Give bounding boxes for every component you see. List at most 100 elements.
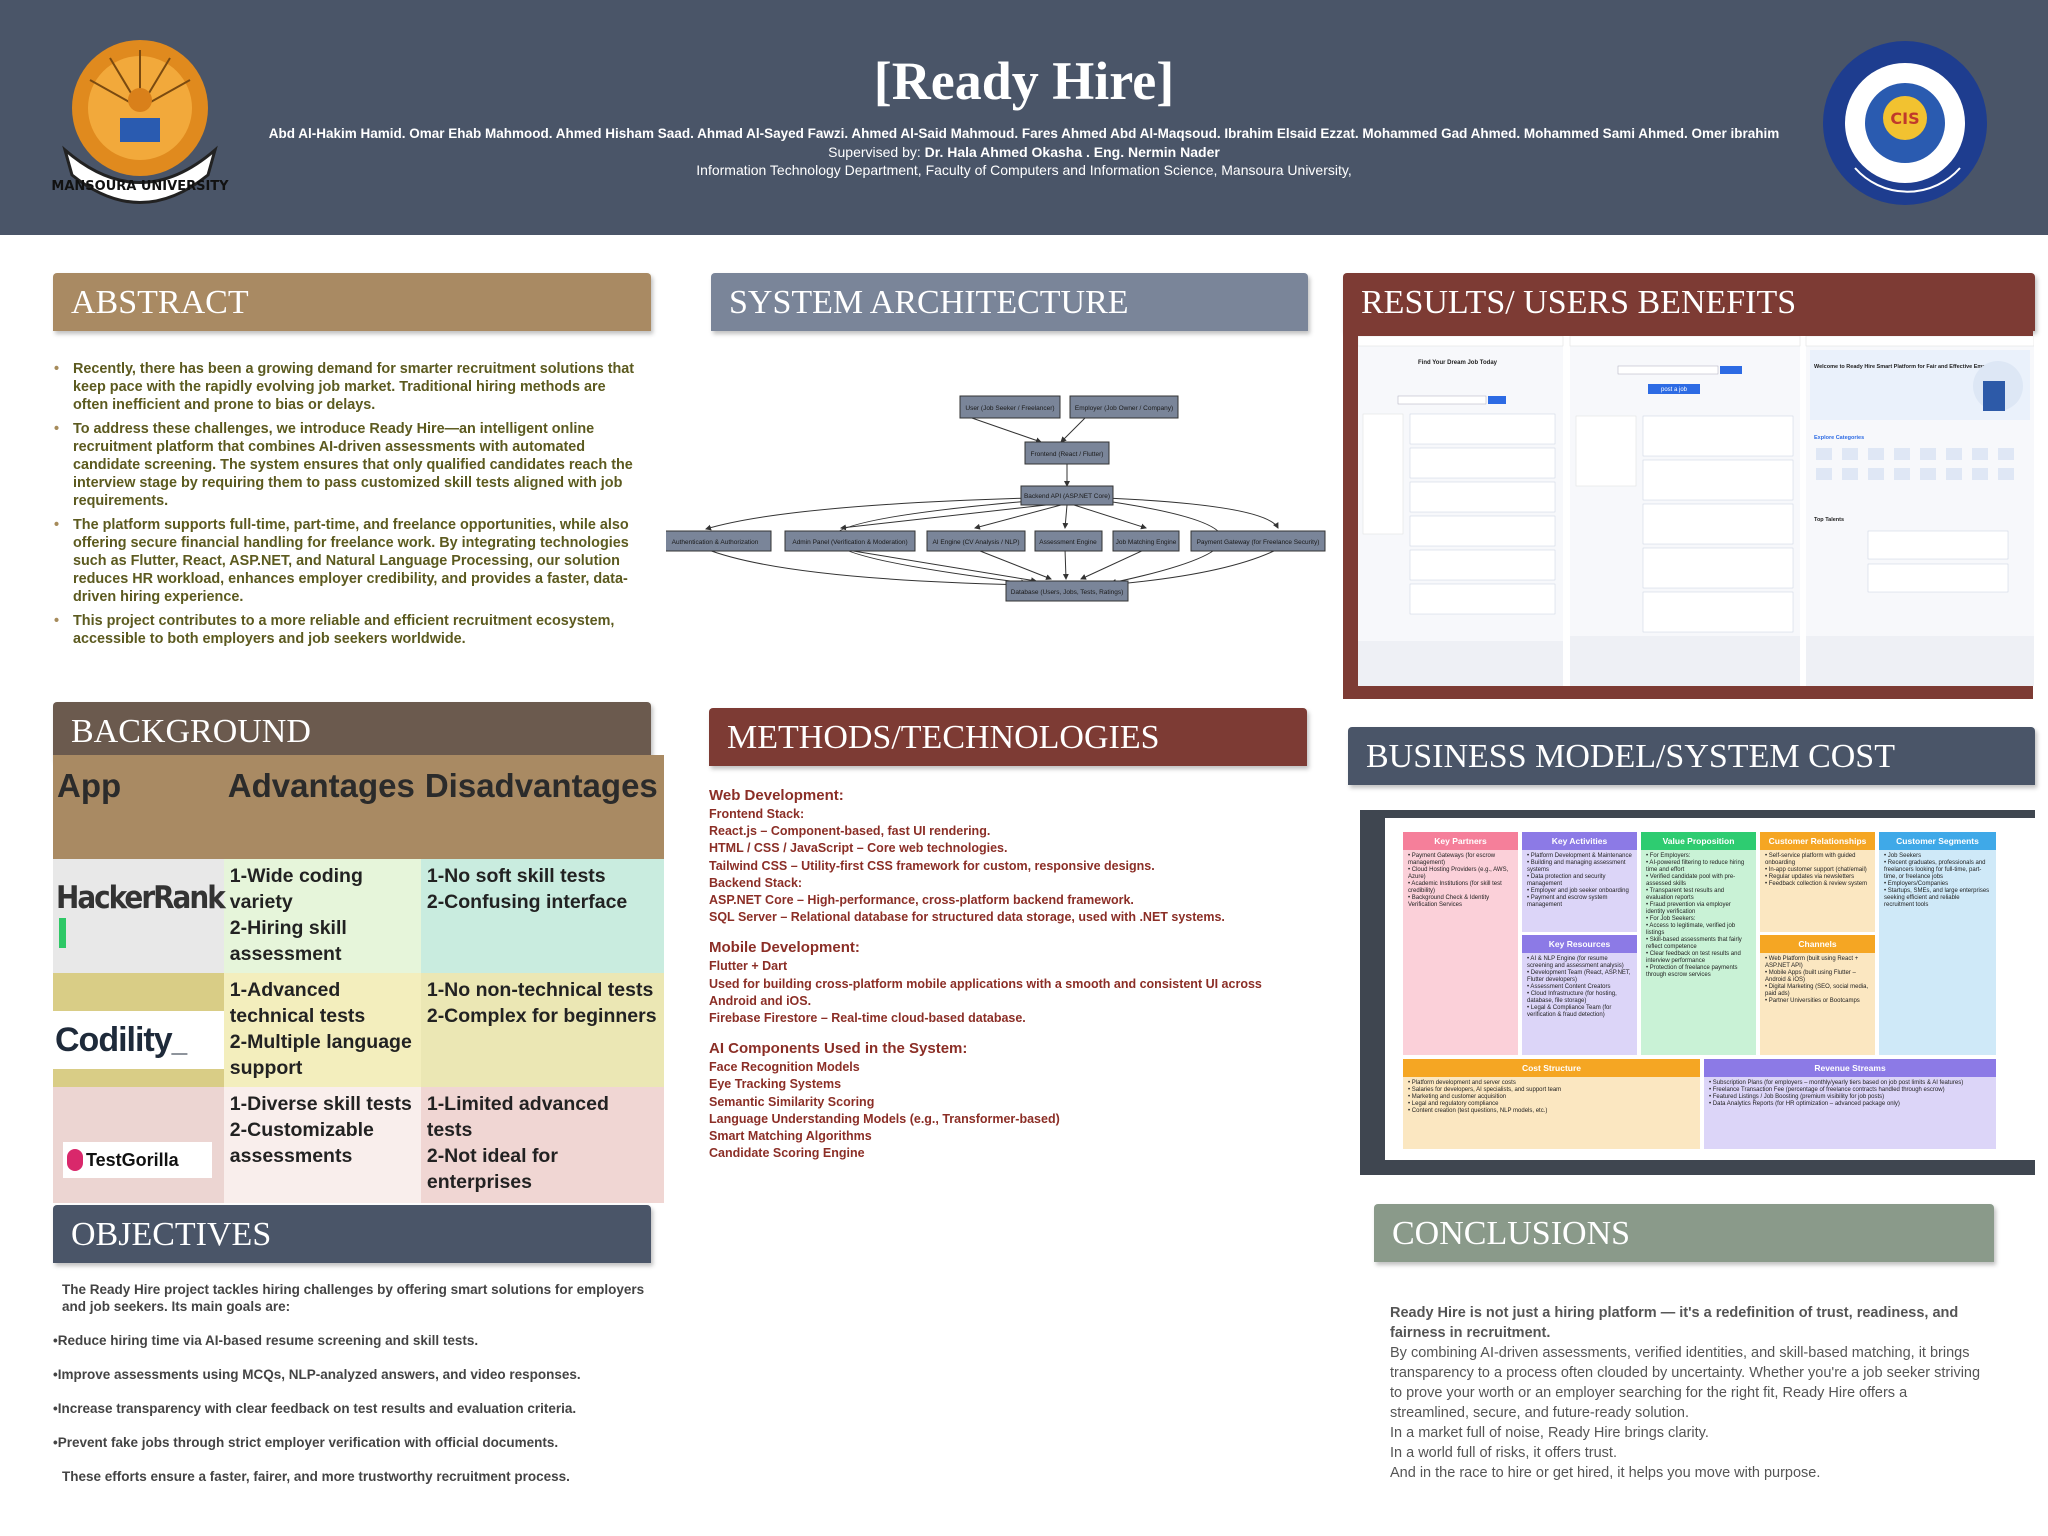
mansoura-university-logo: MANSOURA UNIVERSITY <box>51 40 229 204</box>
methods-line: Smart Matching Algorithms <box>709 1129 872 1144</box>
supervisor-label: Supervised by: <box>828 144 925 160</box>
arch-node-admin: Admin Panel (Verification & Moderation) <box>792 539 907 546</box>
conclusions-lead: Ready Hire is not just a hiring platform… <box>1390 1305 1959 1341</box>
screen3-welcome: Welcome to Ready Hire Smart Platform for… <box>1814 364 2009 370</box>
objective-item: •Improve assessments using MCQs, NLP-ana… <box>53 1367 581 1382</box>
results-screenshots: Find Your Dream Job Today post a job Wel… <box>1358 336 2034 686</box>
bmc-key-resources: Key Resources • AI & NLP Engine (for res… <box>1522 935 1637 1055</box>
advantage-item: 2-Customizable assessments <box>229 1119 374 1167</box>
arch-node-seeker: User (Job Seeker / Freelancer) <box>965 405 1054 412</box>
bmc-revenue-streams-text: • Subscription Plans (for employers – mo… <box>1709 1080 1964 1107</box>
arch-node-frontend: Frontend (React / Flutter) <box>1031 451 1104 458</box>
business-canvas: Key Partners • Payment Gateways (for esc… <box>1385 818 2035 1160</box>
methods-line: Eye Tracking Systems <box>709 1077 842 1092</box>
results-heading: RESULTS/ USERS BENEFITS <box>1343 273 2035 331</box>
methods-line: Used for building cross-platform mobile … <box>709 976 1262 1008</box>
conclusions-paragraph: By combining AI-driven assessments, veri… <box>1390 1345 1981 1421</box>
objective-item: •Prevent fake jobs through strict employ… <box>53 1435 559 1450</box>
bmc-value-proposition: Value Proposition • For Employers: • AI-… <box>1641 832 1756 1055</box>
methods-line: Flutter + Dart <box>709 959 788 974</box>
screen2-post-job-button: post a job <box>1661 387 1688 393</box>
codility-disadvantages: 1-No non-technical tests 2-Complex for b… <box>420 973 664 1087</box>
codility-logo-cell: Codility_ <box>53 973 224 1087</box>
poster-title: [Ready Hire] <box>873 51 1175 111</box>
bmc-channels-title: Channels <box>1760 935 1875 953</box>
testgorilla-advantages: 1-Diverse skill tests 2-Customizable ass… <box>223 1087 421 1203</box>
business-heading: BUSINESS MODEL/SYSTEM COST <box>1348 727 2035 785</box>
methods-line: Firebase Firestore – Real-time cloud-bas… <box>709 1011 1026 1026</box>
bmc-cost-structure-text: • Platform development and server costs … <box>1408 1080 1562 1114</box>
testgorilla-logo-cell: TestGorilla <box>53 1087 224 1203</box>
table-row: HackerRank 1-Wide coding variety 2-Hirin… <box>53 859 664 973</box>
disadvantage-item: 1-No soft skill tests <box>426 865 606 887</box>
screen3-talents: Top Talents <box>1814 517 1844 523</box>
disadvantage-item: 2-Confusing interface <box>426 891 628 913</box>
objectives-outro: These efforts ensure a faster, fairer, a… <box>62 1469 570 1484</box>
architecture-heading: SYSTEM ARCHITECTURE <box>711 273 1308 331</box>
abstract-list: Recently, there has been a growing deman… <box>52 360 637 654</box>
competitor-table: App Advantages Disadvantages HackerRank … <box>53 755 664 1203</box>
arch-node-matching: Job Matching Engine <box>1116 539 1177 546</box>
bmc-customer-segments-text: • Job Seekers • Recent graduates, profes… <box>1884 853 1990 908</box>
bmc-key-activities-text: • Platform Development & Maintenance • B… <box>1527 853 1632 908</box>
bmc-cost-structure-title: Cost Structure <box>1403 1059 1700 1077</box>
methods-line: ASP.NET Core – High-performance, cross-p… <box>709 893 1134 908</box>
screen1-title: Find Your Dream Job Today <box>1418 360 1498 366</box>
screen3-categories: Explore Categories <box>1814 435 1864 441</box>
disadvantage-item: 1-No non-technical tests <box>426 979 654 1001</box>
methods-line: Backend Stack: <box>709 875 803 890</box>
col-disadvantages: Disadvantages <box>420 755 664 859</box>
abstract-item: Recently, there has been a growing deman… <box>52 360 637 414</box>
methods-heading: METHODS/TECHNOLOGIES <box>709 708 1307 766</box>
department-line: Information Technology Department, Facul… <box>696 162 1352 178</box>
bmc-key-resources-title: Key Resources <box>1522 935 1637 953</box>
conclusions-heading: CONCLUSIONS <box>1374 1204 1994 1262</box>
table-row: TestGorilla 1-Diverse skill tests 2-Cust… <box>53 1087 664 1203</box>
authors-line: Abd Al-Hakim Hamid. Omar Ehab Mahmood. A… <box>268 126 1780 141</box>
methods-mobile-title: Mobile Development: <box>709 939 860 957</box>
bmc-key-partners-title: Key Partners <box>1403 832 1518 850</box>
bmc-channels: Channels • Web Platform (built using Rea… <box>1760 935 1875 1055</box>
abstract-item: To address these challenges, we introduc… <box>52 420 637 510</box>
methods-line: Tailwind CSS – Utility-first CSS framewo… <box>709 858 1155 873</box>
arch-node-backend: Backend API (ASP.NET Core) <box>1024 493 1110 500</box>
bmc-key-partners: Key Partners • Payment Gateways (for esc… <box>1403 832 1518 1055</box>
supervisor-names: Dr. Hala Ahmed Okasha . Eng. Nermin Nade… <box>924 144 1220 160</box>
testgorilla-disadvantages: 1-Limited advanced tests 2-Not ideal for… <box>420 1087 664 1203</box>
objective-item: •Increase transparency with clear feedba… <box>53 1401 577 1416</box>
bmc-channels-text: • Web Platform (built using React + ASP.… <box>1765 956 1869 1004</box>
bmc-revenue-streams: Revenue Streams • Subscription Plans (fo… <box>1704 1059 1996 1149</box>
objective-item: •Reduce hiring time via AI-based resume … <box>53 1333 479 1348</box>
advantage-item: 1-Diverse skill tests <box>229 1093 412 1115</box>
hackerrank-advantages: 1-Wide coding variety 2-Hiring skill ass… <box>223 859 421 973</box>
arch-node-ai: AI Engine (CV Analysis / NLP) <box>932 539 1019 546</box>
arch-node-employer: Employer (Job Owner / Company) <box>1075 405 1173 412</box>
codility-advantages: 1-Advanced technical tests 2-Multiple la… <box>223 973 421 1087</box>
codility-logo: Codility_ <box>53 1011 224 1069</box>
advantage-item: 1-Advanced technical tests <box>229 979 366 1027</box>
methods-line: Language Understanding Models (e.g., Tra… <box>709 1111 1060 1126</box>
col-advantages: Advantages <box>223 755 421 859</box>
bmc-value-proposition-text: • For Employers: • AI-powered filtering … <box>1646 853 1745 978</box>
conclusions-body: Ready Hire is not just a hiring platform… <box>1390 1303 1990 1483</box>
arch-node-payment: Payment Gateway (for Freelance Security) <box>1197 539 1320 546</box>
hackerrank-disadvantages: 1-No soft skill tests 2-Confusing interf… <box>420 859 664 973</box>
background-heading: BACKGROUND <box>53 702 651 760</box>
methods-line: SQL Server – Relational database for str… <box>709 910 1225 925</box>
bmc-customer-relationships: Customer Relationships • Self-service pl… <box>1760 832 1875 932</box>
bmc-key-activities-title: Key Activities <box>1522 832 1637 850</box>
abstract-item: The platform supports full-time, part-ti… <box>52 516 637 606</box>
arch-node-database: Database (Users, Jobs, Tests, Ratings) <box>1011 589 1124 596</box>
bmc-customer-relationships-text: • Self-service platform with guided onbo… <box>1765 853 1868 887</box>
table-row: Codility_ 1-Advanced technical tests 2-M… <box>53 973 664 1087</box>
bmc-key-resources-text: • AI & NLP Engine (for resume screening … <box>1527 956 1631 1018</box>
table-header-row: App Advantages Disadvantages <box>53 755 664 859</box>
hackerrank-logo-cell: HackerRank <box>53 859 226 973</box>
faculty-logo: CIS <box>1823 41 1987 205</box>
bmc-customer-segments: Customer Segments • Job Seekers • Recent… <box>1879 832 1996 1055</box>
hackerrank-logo: HackerRank <box>53 880 226 952</box>
bmc-key-activities: Key Activities • Platform Development & … <box>1522 832 1637 932</box>
arch-node-auth: Authentication & Authorization <box>672 539 759 546</box>
methods-body: Web Development: Frontend Stack: React.j… <box>709 786 1309 1162</box>
abstract-heading: ABSTRACT <box>53 273 651 331</box>
